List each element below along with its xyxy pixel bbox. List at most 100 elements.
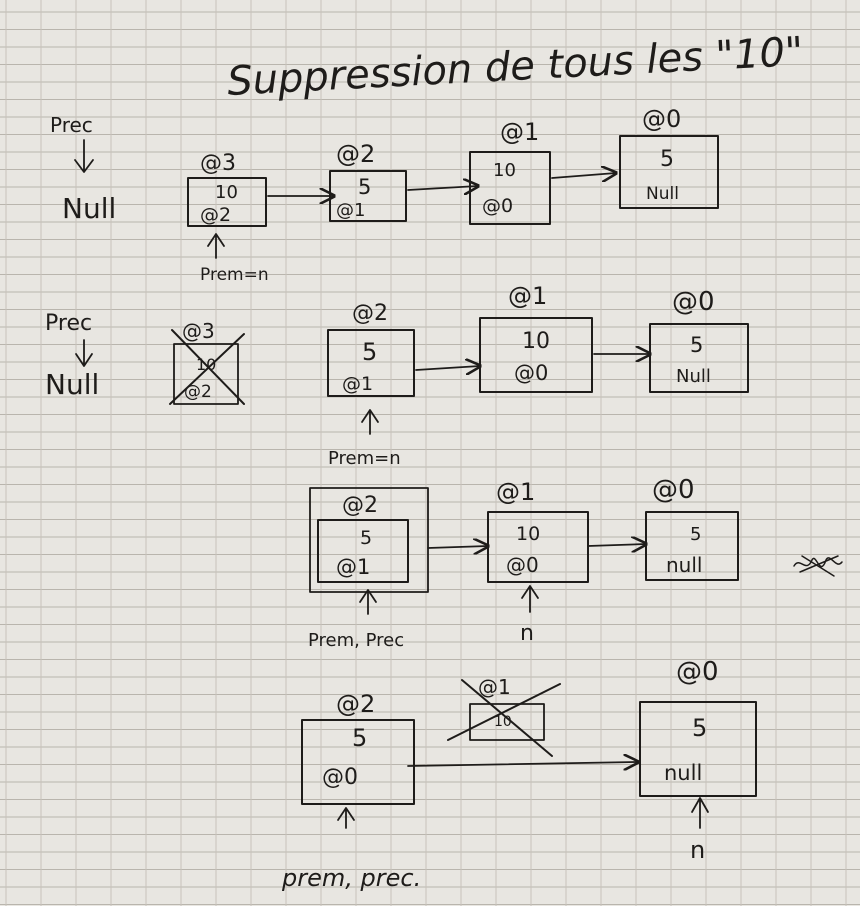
head-up-arrow xyxy=(359,589,377,615)
deleted-node-addr1: @1 10 xyxy=(447,675,561,757)
pointer-label: prem, prec. xyxy=(281,864,421,892)
node-box xyxy=(187,177,267,227)
node-addr1: @1 10 @0 xyxy=(469,118,551,225)
pointer-label: Prem=n xyxy=(328,448,401,469)
node-address: @1 xyxy=(478,675,511,699)
node-next: @0 xyxy=(514,361,548,385)
head-up-arrow xyxy=(361,409,379,435)
node-value: 5 xyxy=(360,527,372,549)
node-next: @1 xyxy=(336,555,370,579)
node-next: Null xyxy=(676,366,711,387)
node-box xyxy=(329,170,407,222)
node-box xyxy=(469,703,545,741)
node-addr2: @2 5 @0 xyxy=(301,690,415,805)
prec-down-arrow xyxy=(74,139,94,173)
node-addr2: @2 5 @1 xyxy=(327,301,415,397)
pointer-label: n xyxy=(520,621,534,646)
node-addr2: @2 5 @1 xyxy=(329,140,407,222)
node-next: @0 xyxy=(322,765,358,790)
cursor-up-arrow xyxy=(521,585,539,613)
node-value: 5 xyxy=(690,524,701,545)
node-addr0: @0 5 null xyxy=(639,657,757,797)
node-address: @2 xyxy=(336,140,375,168)
pointer-label: n xyxy=(690,836,705,864)
node-next: Null xyxy=(646,184,679,204)
node-box xyxy=(469,151,551,225)
node-address: @1 xyxy=(508,282,547,310)
node-addr0: @0 5 Null xyxy=(619,105,719,209)
node-address: @3 xyxy=(182,319,215,343)
node-value: 5 xyxy=(690,333,703,357)
scene-delete-head: Prec Null @3 10 @2 @2 5 @1 @1 10 @0 xyxy=(45,282,749,469)
node-value: 10 xyxy=(215,182,238,203)
node-value: 5 xyxy=(660,147,674,172)
pointer-label: Prem=n xyxy=(200,265,269,285)
node-addr2: @2 5 @1 xyxy=(309,487,429,593)
node-address: @1 xyxy=(496,478,535,506)
prec-label: Prec xyxy=(50,113,93,137)
deleted-node-addr3: @3 10 @2 xyxy=(169,319,245,405)
node-address: @2 xyxy=(352,301,388,326)
scene-initial-list: Prec Null @3 10 @2 @2 5 @1 @1 10 @0 xyxy=(50,105,719,285)
node-address: @3 xyxy=(200,151,236,176)
pointer-label: Prem, Prec xyxy=(308,630,404,651)
head-up-arrow xyxy=(207,233,225,259)
page-title: Suppression de tous les "10" xyxy=(226,29,804,105)
node-box xyxy=(479,317,593,393)
node-box xyxy=(317,519,409,583)
node-box xyxy=(645,511,739,581)
node-value: 5 xyxy=(358,175,371,199)
node-value: 5 xyxy=(362,338,377,366)
node-next: @1 xyxy=(342,373,373,395)
node-box xyxy=(619,135,719,209)
prec-label: Prec xyxy=(45,311,92,336)
head-up-arrow xyxy=(337,807,355,829)
node-addr3: @3 10 @2 xyxy=(187,151,267,227)
node-value: 10 xyxy=(493,160,516,181)
pointer-arrow xyxy=(427,546,488,548)
pointer-arrow xyxy=(407,762,638,766)
node-address: @2 xyxy=(336,690,375,718)
pointer-arrow xyxy=(407,186,478,190)
scribble-mark xyxy=(793,555,843,577)
node-next: @0 xyxy=(506,553,539,577)
node-addr1: @1 10 @0 xyxy=(487,478,589,583)
node-value: 10 xyxy=(516,523,540,545)
node-address: @2 xyxy=(342,493,378,518)
node-box xyxy=(327,329,415,397)
cross-out-mark xyxy=(169,329,245,405)
node-next: null xyxy=(666,553,702,577)
pointer-arrow xyxy=(415,366,480,370)
node-address: @0 xyxy=(642,105,681,133)
node-value: 5 xyxy=(352,724,367,752)
node-addr0: @0 5 null xyxy=(645,475,739,581)
cross-out-mark xyxy=(447,679,561,757)
pointer-arrow xyxy=(551,173,616,178)
node-value: 5 xyxy=(692,714,707,742)
node-addr0: @0 5 Null xyxy=(649,287,749,393)
node-next: @1 xyxy=(336,200,365,221)
node-box xyxy=(649,323,749,393)
node-next: @0 xyxy=(482,195,513,217)
scene-advance-pointer: @2 5 @1 @1 10 @0 @0 5 null Prem, Prec n xyxy=(308,475,843,651)
node-next: @2 xyxy=(200,204,231,226)
null-label: Null xyxy=(62,192,116,225)
node-box xyxy=(487,511,589,583)
node-next: null xyxy=(664,761,702,785)
pointer-arrow xyxy=(587,544,646,546)
node-address: @0 xyxy=(672,287,715,317)
node-next: @2 xyxy=(184,382,212,402)
node-value: 10 xyxy=(522,329,550,354)
scene-delete-middle: @2 5 @0 @1 10 @0 5 null prem, prec. n xyxy=(281,657,757,892)
prec-down-arrow xyxy=(75,339,93,367)
node-address: @1 xyxy=(500,118,539,146)
node-address: @0 xyxy=(652,475,695,505)
node-box xyxy=(173,343,239,405)
node-address: @0 xyxy=(676,657,719,687)
node-addr1: @1 10 @0 xyxy=(479,282,593,393)
node-box xyxy=(639,701,757,797)
cursor-up-arrow xyxy=(691,797,709,829)
null-label: Null xyxy=(45,368,99,401)
